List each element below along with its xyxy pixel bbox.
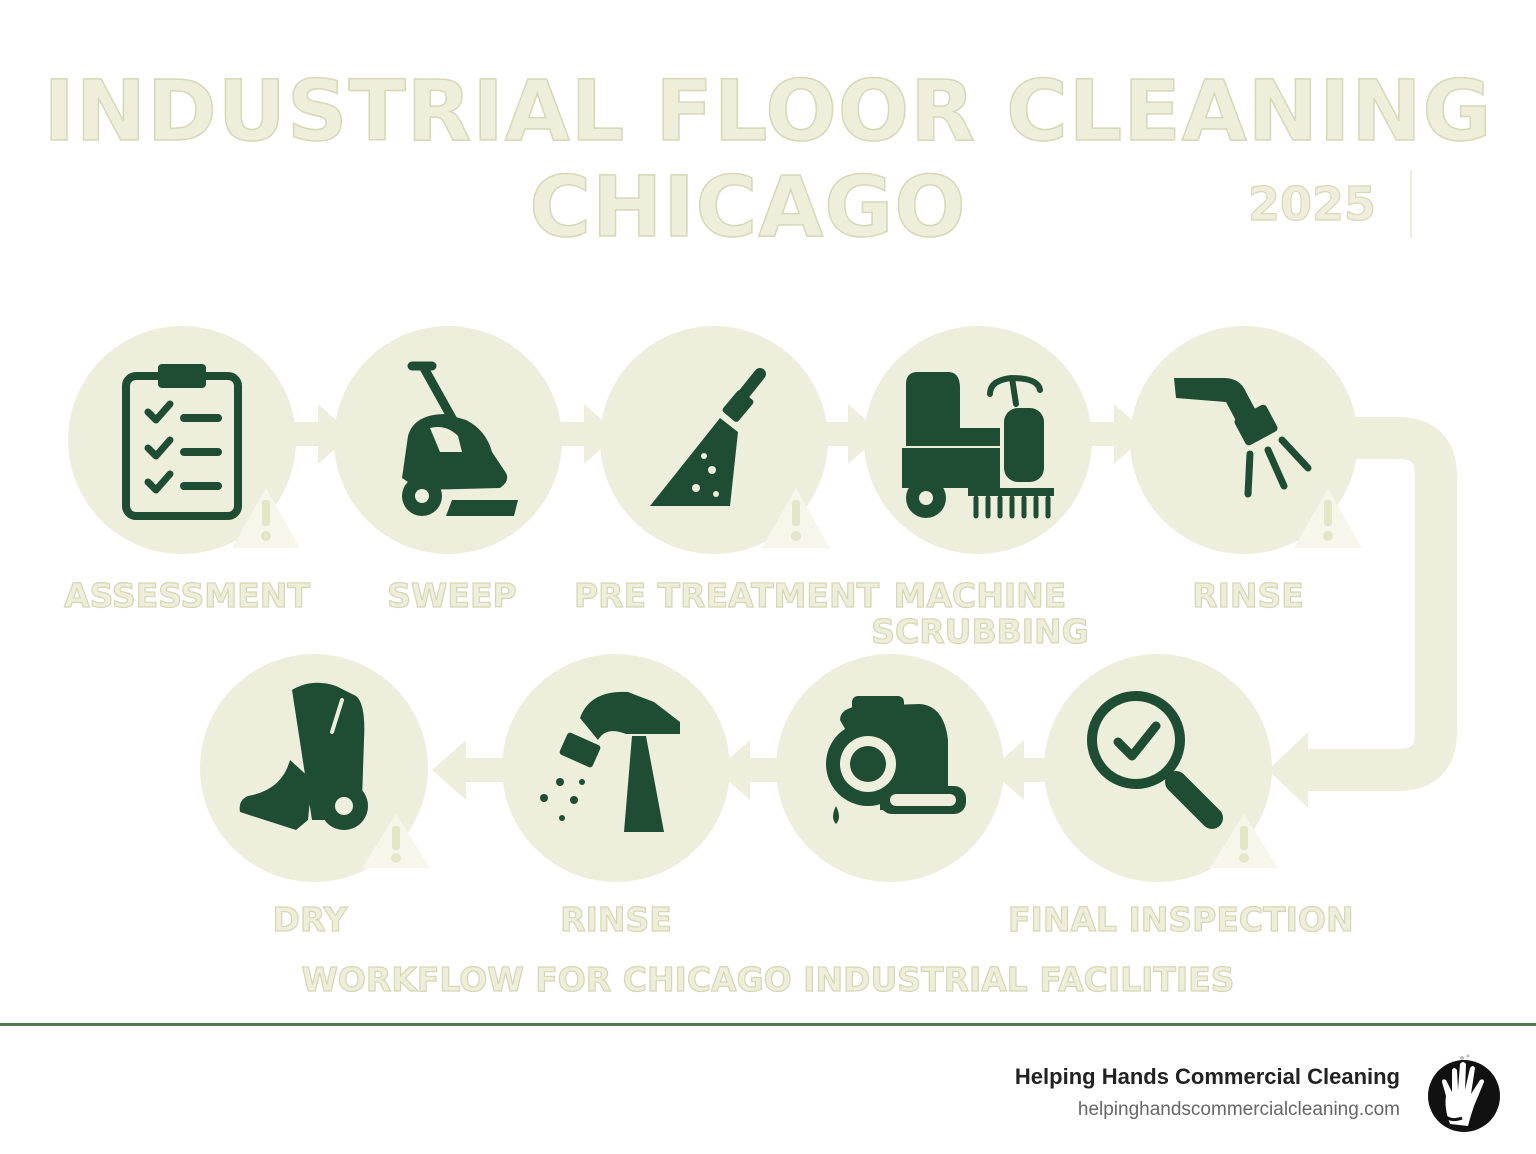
spray-nozzle-icon: [1174, 378, 1312, 498]
hand-logo-icon: [1428, 1054, 1500, 1132]
step-circle-rinse-2: [502, 654, 730, 882]
clipboard-checklist-icon: [122, 364, 242, 520]
step-label-rinse-2: RINSE: [560, 900, 673, 939]
step-label-machine-scrubbing-line1: MACHINE: [893, 576, 1067, 615]
air-mover-icon: [826, 696, 966, 824]
step-label-dry: DRY: [272, 900, 348, 939]
arrow-7-8: [716, 740, 782, 800]
warning-icon: [1294, 488, 1362, 548]
step-label-sweep: SWEEP: [387, 576, 518, 615]
push-sweeper-icon: [402, 361, 518, 516]
step-label-pre-treatment: PRE TREATMENT: [573, 576, 880, 615]
floor-dryer-icon: [239, 682, 368, 830]
footer-divider: [0, 1023, 1536, 1026]
warning-icon: [762, 488, 830, 548]
step-label-final-inspection: FINAL INSPECTION: [1007, 900, 1354, 939]
return-connector: [1300, 417, 1457, 791]
company-website: helpinghandscommercialcleaning.com: [1077, 1099, 1400, 1120]
warning-icon: [362, 814, 430, 868]
step-label-assessment: ASSESSMENT: [64, 576, 311, 615]
workflow-diagram: .circ { fill:#eeeedc; } .ic { fill:#1f4d…: [68, 326, 1457, 882]
year-badge: 2025: [1232, 170, 1412, 238]
ride-on-scrubber-icon: [902, 372, 1054, 519]
page-title-line1: INDUSTRIAL FLOOR CLEANING: [43, 61, 1493, 161]
warning-icon: [232, 488, 300, 548]
page-title-line2: CHICAGO: [529, 157, 967, 257]
step-label-rinse-1: RINSE: [1192, 576, 1305, 615]
rinse-faucet-icon: [540, 691, 680, 832]
return-arrowhead: [1268, 732, 1308, 808]
workflow-caption: WORKFLOW FOR CHICAGO INDUSTRIAL FACILITI…: [301, 960, 1235, 999]
arrow-8-9: [432, 740, 512, 800]
brush-applicator-icon: [650, 368, 766, 506]
warning-icon: [1210, 814, 1278, 868]
magnifier-check-icon: [1087, 691, 1223, 829]
step-label-machine-scrubbing-line2: SCRUBBING: [871, 612, 1090, 651]
company-name: Helping Hands Commercial Cleaning: [1014, 1064, 1400, 1089]
